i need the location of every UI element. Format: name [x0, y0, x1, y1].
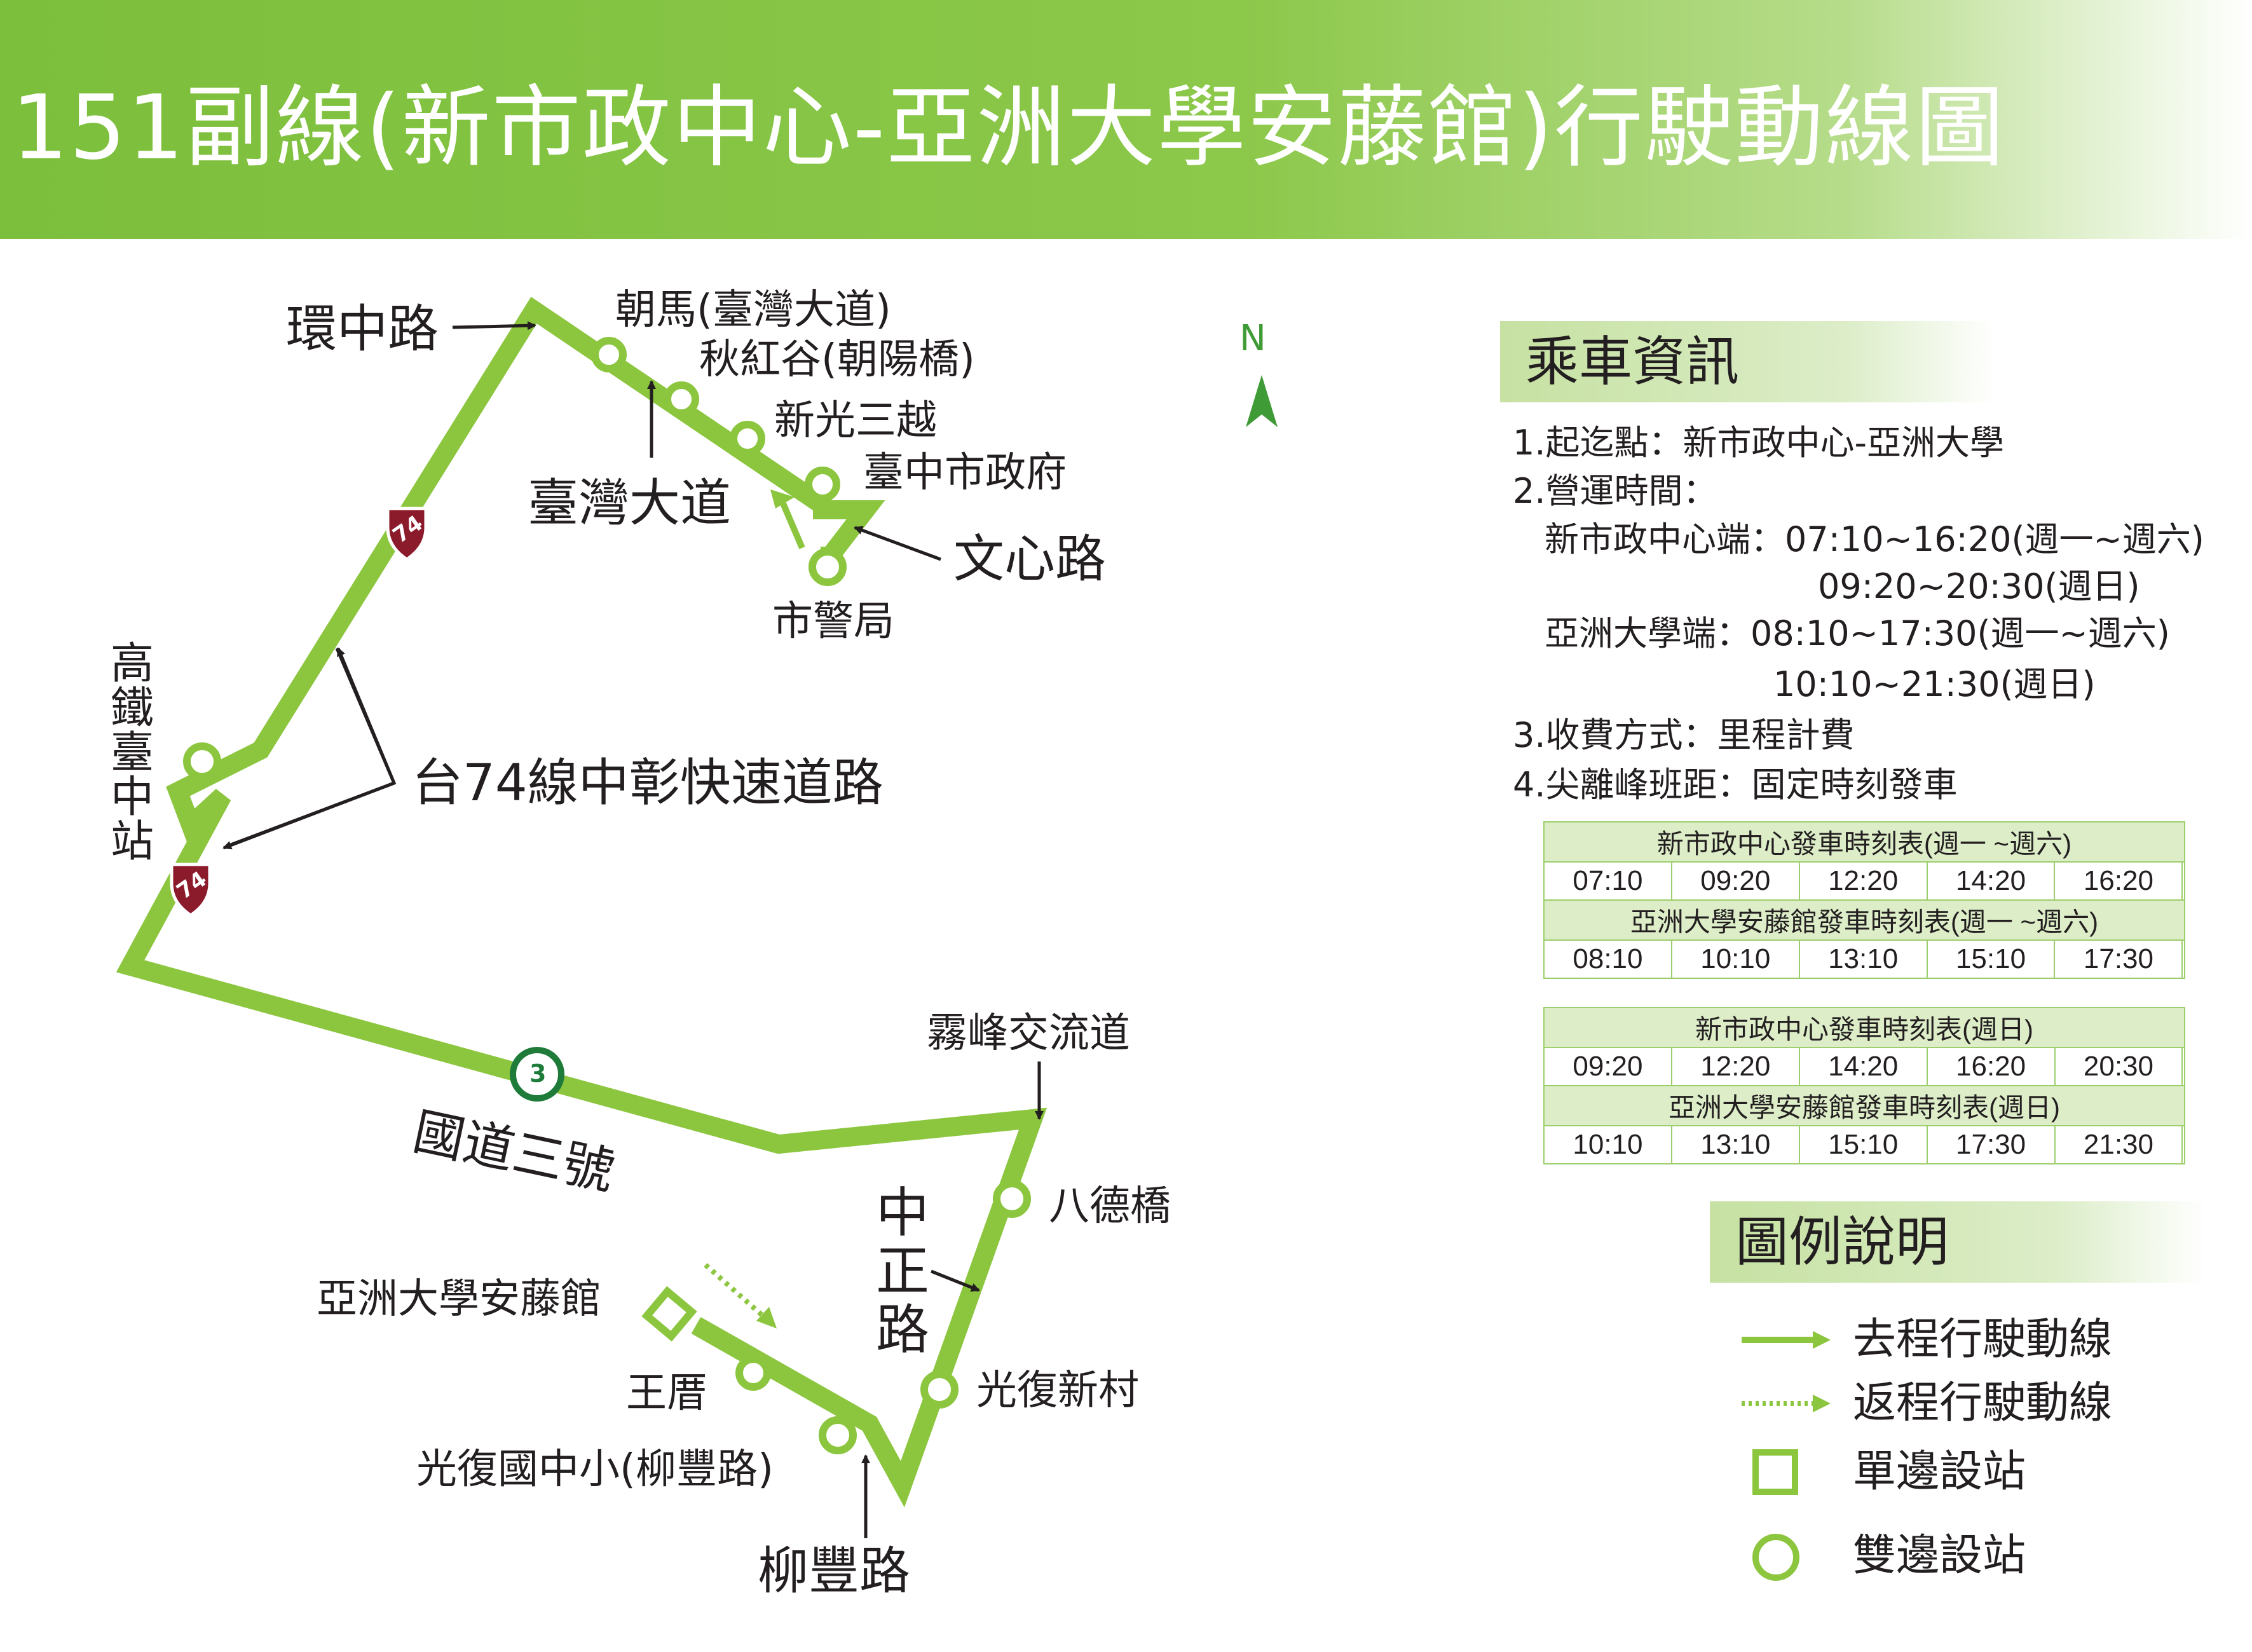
legend-one-side-label: 單邊設站 — [1853, 1447, 2026, 1497]
time-cell: 10:10 — [1670, 939, 1800, 979]
time-cell: 12:20 — [1670, 1047, 1800, 1086]
time-cell — [2181, 939, 2185, 979]
legend-circle-icon — [1752, 1534, 1799, 1581]
info-line-3: 新市政中心端：07:10~16:20(週一~週六) — [1545, 519, 2204, 559]
info-line-8: 4.尖離峰班距：固定時刻發車 — [1513, 765, 1958, 805]
time-cell — [2181, 1047, 2185, 1086]
stop-chaoma — [591, 337, 627, 372]
legend-both-side-label: 雙邊設站 — [1853, 1531, 2026, 1581]
label-wangcuo: 王厝 — [626, 1370, 707, 1417]
page-title: 151副線(新市政中心-亞洲大學安藤館)行駛動線圖 — [11, 76, 2005, 180]
label-liufeng-rd: 柳豐路 — [758, 1541, 910, 1601]
label-bade-bridge: 八德橋 — [1049, 1183, 1171, 1230]
time-cell: 12:20 — [1798, 861, 1928, 901]
stop-shinkong — [730, 421, 765, 456]
info-line-1: 1.起迄點：新市政中心-亞洲大學 — [1513, 423, 2005, 463]
pointer-hwy74-up — [336, 647, 396, 784]
time-cell: 21:30 — [2054, 1125, 2183, 1164]
freeway3-shield-label: 3 — [529, 1060, 547, 1088]
north-label: N — [1239, 318, 1266, 359]
direction-arrow-icon — [770, 489, 805, 549]
label-asia-univ: 亞洲大學安藤館 — [317, 1276, 601, 1323]
time-cell: 14:20 — [1798, 1047, 1928, 1086]
timetable-title: 亞洲大學安藤館發車時刻表(週一 ~週六) — [1543, 899, 2185, 941]
time-cell: 16:20 — [1926, 1047, 2056, 1086]
time-cell: 07:10 — [1543, 861, 1672, 901]
legend-heading-text: 圖例說明 — [1735, 1211, 1949, 1273]
time-cell: 13:10 — [1798, 939, 1928, 979]
time-cell: 16:20 — [2054, 861, 2183, 901]
hwy74-shield-icon-2 — [170, 863, 212, 918]
info-line-5: 亞洲大學端：08:10~17:30(週一~週六) — [1545, 613, 2170, 653]
pointer-wenxin — [854, 526, 941, 561]
time-cell: 17:30 — [1926, 1125, 2056, 1164]
info-line-2: 2.營運時間： — [1513, 471, 1717, 511]
label-hwy74: 台74線中彰快速道路 — [412, 753, 884, 812]
stop-asia-univ — [641, 1286, 697, 1342]
time-cell: 08:10 — [1543, 939, 1672, 979]
info-line-6: 10:10~21:30(週日) — [1773, 664, 2096, 704]
time-cell: 09:20 — [1670, 861, 1800, 901]
time-cell: 20:30 — [2054, 1047, 2183, 1086]
label-city-hall: 臺中市政府 — [863, 449, 1067, 496]
stop-wangcuo — [735, 1355, 771, 1391]
legend-return-icon — [1742, 1395, 1831, 1412]
legend-return-label: 返程行駛動線 — [1853, 1378, 2113, 1428]
label-guangfu-school: 光復國中小(柳豐路) — [416, 1446, 774, 1493]
route-line — [116, 296, 1048, 1508]
freeway3-shield-icon — [510, 1047, 564, 1102]
timetable-title: 新市政中心發車時刻表(週日) — [1543, 1007, 2185, 1048]
legend-outbound-icon — [1742, 1331, 1831, 1349]
stop-city-hall — [805, 467, 840, 502]
title-banner: 151副線(新市政中心-亞洲大學安藤館)行駛動線圖 — [0, 0, 2252, 239]
label-zhongzheng-rd: 中正路 — [875, 1182, 929, 1361]
time-cell — [2181, 861, 2185, 901]
label-chaoma: 朝馬(臺灣大道) — [615, 287, 891, 334]
pointer-hwy74-down — [222, 781, 395, 850]
north-arrow-icon — [1246, 375, 1278, 427]
label-guangfu-village: 光復新村 — [976, 1367, 1139, 1414]
stop-guangfu-village — [920, 1370, 959, 1409]
legend-heading: 圖例說明 — [1710, 1201, 2206, 1283]
stop-hsr-station — [183, 742, 221, 781]
stop-guangfu-school — [819, 1416, 857, 1454]
info-line-4: 09:20~20:30(週日) — [1818, 566, 2140, 606]
time-cell: 17:30 — [2054, 939, 2183, 979]
time-cell: 15:10 — [1798, 1125, 1928, 1164]
stop-bade-bridge — [993, 1180, 1031, 1218]
label-wenxin-rd: 文心路 — [953, 529, 1106, 589]
label-hsr-station: 高鐵臺中站 — [110, 639, 154, 867]
legend-square-icon — [1752, 1449, 1798, 1495]
label-shinkong: 新光三越 — [774, 397, 937, 444]
time-cell: 13:10 — [1670, 1125, 1800, 1164]
label-wufeng-ic: 霧峰交流道 — [927, 1010, 1130, 1057]
hwy74-shield-icon — [386, 507, 428, 562]
timetable-weekday: 新市政中心發車時刻表(週一 ~週六) 07:10 09:20 12:20 14:… — [1543, 821, 2185, 979]
legend-outbound-label: 去程行駛動線 — [1853, 1314, 2113, 1365]
ride-info-heading: 乘車資訊 — [1500, 321, 1996, 402]
pointer-zhongzheng — [931, 1269, 980, 1292]
time-cell: 09:20 — [1543, 1047, 1672, 1086]
time-cell — [2181, 1125, 2185, 1164]
stop-qiuhonggu — [664, 381, 699, 417]
info-line-7: 3.收費方式：里程計費 — [1513, 715, 1855, 755]
time-cell: 15:10 — [1926, 939, 2056, 979]
label-qiuhonggu: 秋紅谷(朝陽橋) — [699, 336, 975, 383]
ride-info-heading-text: 乘車資訊 — [1525, 331, 1740, 393]
time-cell: 10:10 — [1543, 1125, 1672, 1164]
label-huanzhong-rd: 環中路 — [286, 299, 439, 358]
timetable-sunday: 新市政中心發車時刻表(週日) 09:20 12:20 14:20 16:20 2… — [1543, 1007, 2185, 1164]
pointer-huanzhong — [452, 321, 536, 331]
timetable-title: 亞洲大學安藤館發車時刻表(週日) — [1543, 1085, 2185, 1126]
return-direction-icon — [704, 1263, 777, 1328]
label-police-bureau: 市警局 — [772, 598, 894, 645]
label-taiwan-blvd: 臺灣大道 — [528, 474, 731, 533]
stop-police-bureau — [809, 548, 847, 586]
time-cell: 14:20 — [1926, 861, 2056, 901]
timetable-title: 新市政中心發車時刻表(週一 ~週六) — [1543, 821, 2185, 863]
